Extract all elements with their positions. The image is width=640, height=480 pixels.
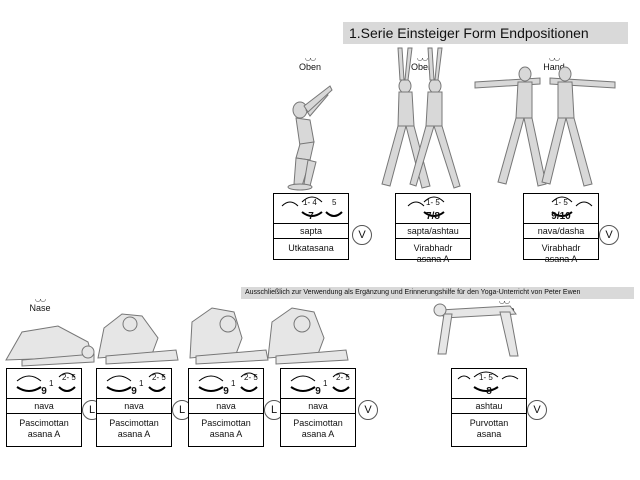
figure-virabhadrasana-side — [470, 58, 620, 194]
count: 9 — [315, 386, 321, 397]
drishti: nava — [281, 399, 355, 414]
breath-diagram: 1- 5 8 — [452, 369, 526, 399]
gaze-label-2: ◡◡ Oben — [402, 55, 442, 72]
badge-circle-3: V — [599, 225, 619, 245]
yoga-figure-icon — [189, 307, 269, 365]
breath-arcs-icon — [281, 196, 343, 217]
yoga-figure-icon — [5, 325, 95, 367]
yoga-figure-icon — [97, 313, 179, 365]
eyes-icon: ◡◡ — [498, 298, 510, 305]
pose-name: Utkatasana — [288, 243, 334, 253]
eyes-icon: ◡◡ — [34, 296, 46, 303]
yoga-figure-icon — [287, 85, 333, 191]
figure-virabhadrasana-front — [370, 46, 470, 194]
breath-arcs-icon — [106, 372, 166, 392]
gaze-label-4: ◡◡ Nase — [20, 296, 60, 313]
breath-diagram: 1 2- 5 9 — [97, 369, 171, 399]
drishti: sapta/ashtau — [396, 224, 470, 239]
yoga-figure-icon — [381, 47, 461, 189]
figure-pascimottanasana-4 — [262, 304, 352, 368]
figure-pascimottanasana-2 — [92, 306, 182, 368]
drishti: sapta — [274, 224, 348, 239]
breath-arcs-icon — [457, 371, 519, 392]
breath-arcs-icon — [551, 196, 593, 217]
count: 9/10 — [551, 211, 571, 222]
count: 8 — [486, 386, 492, 397]
figure-utkatasana — [270, 80, 350, 192]
breath-arcs-icon — [290, 372, 350, 392]
figure-purvottanasana — [430, 300, 530, 362]
count: 7/8 — [426, 211, 440, 222]
count: 7 — [308, 211, 314, 222]
breath-diagram: 1- 5 9/10 — [524, 194, 598, 224]
eyes-icon: ◡◡ — [304, 55, 316, 62]
eyes-icon: ◡◡ — [548, 55, 560, 62]
count: 9 — [131, 386, 137, 397]
breath-arcs-icon — [198, 372, 258, 392]
eyes-icon: ◡◡ — [416, 55, 428, 62]
breath-diagram: 1- 4 5 7 — [274, 194, 348, 224]
badge-circle-1: V — [352, 225, 372, 245]
drishti: nava — [7, 399, 81, 414]
drishti: nava/dasha — [524, 224, 598, 239]
drishti: ashtau — [452, 399, 526, 414]
drishti: nava — [97, 399, 171, 414]
figure-pascimottanasana-3 — [182, 302, 272, 368]
badge-circle-8: V — [527, 400, 547, 420]
breath-arcs-icon — [16, 372, 76, 392]
breath-arcs-icon — [407, 196, 445, 217]
page-title: 1.Serie Einsteiger Form Endpositionen — [343, 22, 628, 44]
count: 9 — [41, 386, 47, 397]
breath-diagram: 1- 5 7/8 — [396, 194, 470, 224]
breath-diagram: 1 2- 5 9 — [189, 369, 263, 399]
breath-diagram: 1 2- 5 9 — [7, 369, 81, 399]
figure-pascimottanasana-1 — [2, 312, 98, 368]
usage-notice: Ausschließlich zur Verwendung als Ergänz… — [241, 287, 634, 299]
yoga-figure-icon — [267, 307, 349, 365]
yoga-figure-icon — [474, 66, 616, 187]
pose-card-1: 1- 4 5 7 sapta Utkatasana — [273, 193, 349, 260]
count: 9 — [223, 386, 229, 397]
gaze-label-1: ◡◡ Oben — [290, 55, 330, 72]
badge-circle-7: V — [358, 400, 378, 420]
drishti: nava — [189, 399, 263, 414]
gaze-label-3: ◡◡ Hand — [534, 55, 574, 72]
breath-diagram: 1 2- 5 9 — [281, 369, 355, 399]
yoga-figure-icon — [433, 303, 519, 357]
